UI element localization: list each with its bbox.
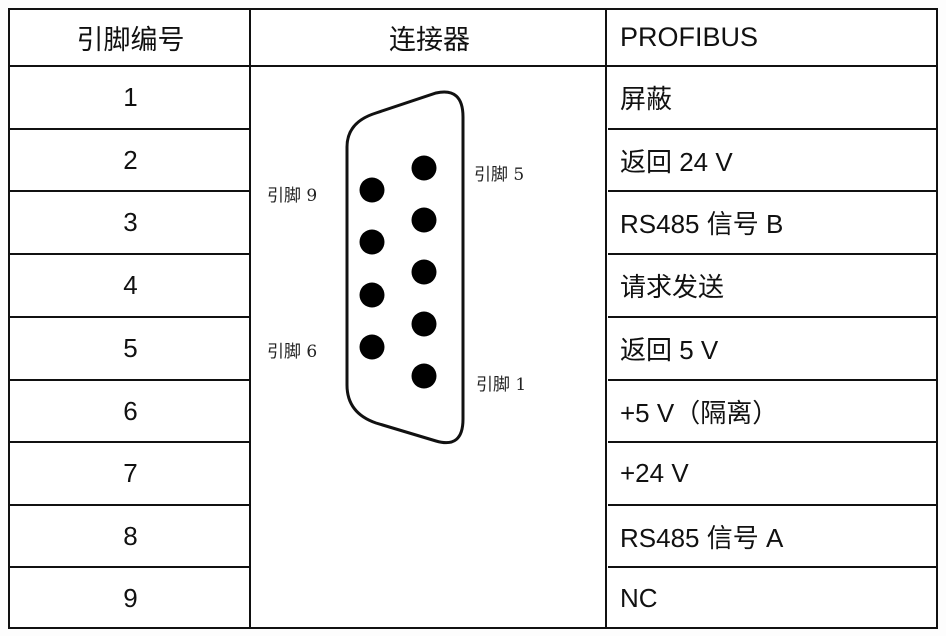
row-divider: [10, 441, 251, 443]
row-divider: [608, 504, 936, 506]
pinout-table: 引脚编号 连接器 PROFIBUS 1 屏蔽 2 返回 24 V 3 RS485…: [8, 8, 938, 629]
connector-shell-outline: [345, 90, 465, 445]
label-pin-5: 引脚 5: [474, 165, 524, 185]
row-divider: [608, 128, 936, 130]
header-pin-number: 引脚编号: [76, 25, 185, 55]
row-divider: [10, 566, 251, 568]
row-divider: [608, 190, 936, 192]
pin-6-dot: [359, 334, 385, 360]
label-pin-9: 引脚 9: [267, 186, 317, 206]
header-profibus: PROFIBUS: [620, 22, 759, 52]
pin-number-8: 8: [123, 520, 138, 551]
signal-8: RS485 信号 A: [620, 522, 784, 553]
pin-2-dot: [411, 311, 437, 337]
signal-9: NC: [620, 583, 658, 613]
row-divider: [608, 566, 936, 568]
signal-1: 屏蔽: [620, 84, 673, 114]
label-pin-6: 引脚 6: [267, 342, 317, 362]
pin-number-3: 3: [123, 207, 138, 237]
row-divider: [10, 504, 251, 506]
pin-9-dot: [359, 177, 385, 203]
header-connector: 连接器: [389, 25, 470, 55]
pin-number-5: 5: [123, 333, 138, 363]
pin-number-7: 7: [123, 458, 138, 488]
column-divider: [605, 10, 607, 627]
pin-number-2: 2: [123, 144, 138, 175]
pin-number-4: 4: [123, 270, 138, 300]
signal-5: 返回 5 V: [620, 335, 719, 365]
row-divider: [10, 316, 251, 318]
pin-7-dot: [359, 282, 385, 308]
row-divider: [608, 316, 936, 318]
row-divider: [608, 441, 936, 443]
column-divider: [249, 10, 251, 627]
signal-6: +5 V（隔离）: [620, 397, 779, 428]
pin-number-1: 1: [123, 82, 138, 112]
pin-4-dot: [411, 207, 437, 233]
row-divider: [10, 253, 251, 255]
row-divider: [10, 379, 251, 381]
row-divider: [608, 379, 936, 381]
row-divider: [608, 253, 936, 255]
header-divider: [10, 65, 936, 67]
label-pin-1: 引脚 1: [476, 375, 526, 395]
row-divider: [10, 190, 251, 192]
pin-1-dot: [411, 363, 437, 389]
signal-3: RS485 信号 B: [620, 209, 784, 239]
pin-number-6: 6: [123, 395, 138, 426]
signal-2: 返回 24 V: [620, 146, 733, 177]
pin-8-dot: [359, 229, 385, 255]
signal-7: +24 V: [620, 458, 689, 488]
db9-connector-diagram: 引脚 9 引脚 5 引脚 6 引脚 1: [267, 90, 526, 445]
signal-4: 请求发送: [620, 272, 725, 302]
row-divider: [10, 128, 251, 130]
pin-3-dot: [411, 259, 437, 285]
pin-number-9: 9: [123, 583, 138, 613]
pin-5-dot: [411, 155, 437, 181]
